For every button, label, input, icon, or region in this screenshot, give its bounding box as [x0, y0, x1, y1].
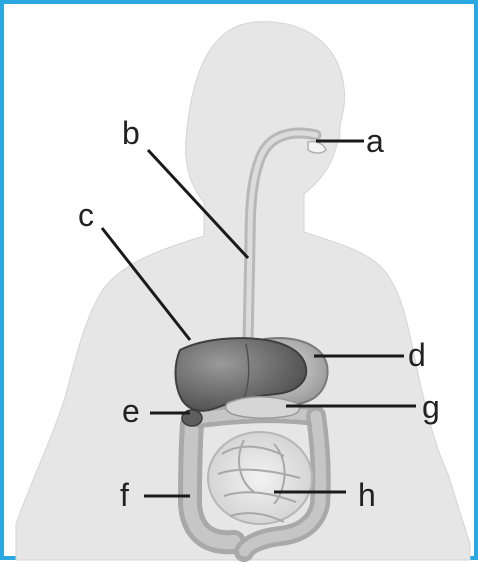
- label-g: g: [422, 389, 440, 425]
- label-d: d: [408, 337, 426, 373]
- label-b: b: [122, 115, 140, 151]
- label-a: a: [366, 123, 384, 159]
- small-intestine: [208, 432, 312, 524]
- label-e: e: [122, 393, 140, 429]
- digestive-system-diagram: a b c d e g f h: [4, 4, 478, 564]
- label-c: c: [78, 197, 94, 233]
- label-f: f: [120, 477, 129, 513]
- label-h: h: [358, 477, 376, 513]
